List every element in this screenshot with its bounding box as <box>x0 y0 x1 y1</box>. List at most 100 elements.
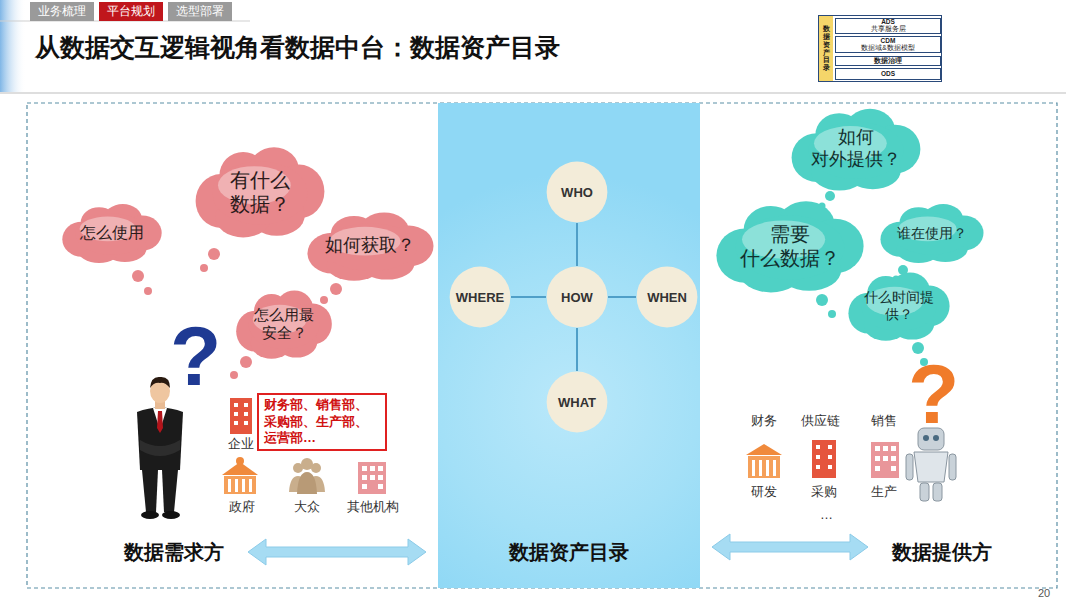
node-text: WHAT <box>558 395 596 410</box>
building-icon <box>746 444 782 478</box>
node-text: HOW <box>561 290 593 305</box>
layer-box: ODS <box>835 68 941 80</box>
node-text: CDM <box>881 38 896 45</box>
text-holder: 什么时间提 供？ <box>844 270 954 342</box>
cloud-shape <box>710 198 870 294</box>
double-arrow <box>248 539 426 565</box>
icon-label: 政府 <box>229 500 255 513</box>
node-text: 选型部署 <box>176 3 224 20</box>
question-mark: ? <box>908 352 959 436</box>
thought-cloud: 谁在使用？ <box>876 202 988 264</box>
text-holder: CDM数据域&数据模型 <box>836 37 940 52</box>
node-text: 数据需求方 <box>124 539 224 566</box>
node-text: ODS <box>881 71 895 78</box>
role-label: 数据需求方 <box>112 537 236 567</box>
ellipsis-label: … <box>820 508 833 521</box>
text-holder: 有什么 数据？ <box>190 144 330 239</box>
node-text: 什么时间提 供？ <box>864 289 934 323</box>
node-text: 怎么用最 安全？ <box>254 306 314 342</box>
text-holder: 选型部署 <box>168 2 232 21</box>
connector-line <box>576 223 578 266</box>
node-text: 数据域&数据模型 <box>861 45 914 52</box>
icon-label: 研发 <box>751 485 777 498</box>
question-circle: WHEN <box>636 266 698 328</box>
node-text: ADS <box>881 19 895 26</box>
node-text: 共享服务层 <box>871 26 906 33</box>
icon-label: 供应链 <box>801 414 840 427</box>
connector-line <box>511 296 546 298</box>
page-number: 20 <box>1038 588 1050 599</box>
question-circle: WHAT <box>546 371 608 433</box>
thought-cloud: 如何获取？ <box>302 210 439 282</box>
node-text: 怎么使用 <box>80 223 144 242</box>
text-holder: 数据资产目录 <box>819 16 833 81</box>
building-icon <box>230 398 252 434</box>
role-label: 数据提供方 <box>880 537 1004 567</box>
mini-layer-diagram: 数据资产目录ADS共享服务层CDM数据域&数据模型数据治理ODS <box>818 15 942 82</box>
node-text: 需要 什么数据？ <box>740 222 840 270</box>
robot-figure <box>906 428 956 501</box>
node-text: 如何 对外提供？ <box>811 127 901 170</box>
text-holder: 平台规划 <box>99 2 163 21</box>
node-text: 数据提供方 <box>892 539 992 566</box>
node-text: WHERE <box>456 290 504 305</box>
text-holder: 如何 对外提供？ <box>786 106 926 192</box>
text-holder: 如何获取？ <box>302 210 439 282</box>
thought-cloud: 怎么用最 安全？ <box>232 288 336 360</box>
tab-button-active: 平台规划 <box>99 2 163 21</box>
building-icon <box>871 442 899 478</box>
connector-line <box>576 328 578 371</box>
text-holder: ADS共享服务层 <box>836 19 940 33</box>
text-holder: 谁在使用？ <box>876 202 988 264</box>
building-icon <box>812 440 836 478</box>
text-holder: HOW <box>546 266 608 328</box>
node-text: 平台规划 <box>107 3 155 20</box>
tab-button: 选型部署 <box>168 2 232 21</box>
icon-label: 企业 <box>228 437 254 450</box>
text-holder: WHEN <box>636 266 698 328</box>
people-icon <box>289 458 325 494</box>
text-holder: 需要 什么数据？ <box>710 198 870 294</box>
text-holder: 数据提供方 <box>880 537 1004 567</box>
icon-label: 财务 <box>751 414 777 427</box>
text-holder: 怎么用最 安全？ <box>232 288 336 360</box>
thought-cloud: 怎么使用 <box>58 202 166 264</box>
thought-cloud: 如何 对外提供？ <box>786 106 926 192</box>
text-holder: ODS <box>836 69 940 79</box>
question-circle: HOW <box>546 266 608 328</box>
thought-cloud: 需要 什么数据？ <box>710 198 870 294</box>
text-holder: 数据资产目录 <box>438 532 700 572</box>
icon-label: 其他机构 <box>347 500 399 513</box>
catalog-band: 数据资产目录 WHO WHERE HOW WHEN WHAT <box>438 103 700 588</box>
text-holder: WHO <box>546 161 608 223</box>
icon-label: 大众 <box>294 500 320 513</box>
tab-button: 业务梳理 <box>30 2 94 21</box>
icon-label: 采购 <box>811 485 837 498</box>
node-text: 数据治理 <box>874 58 902 65</box>
node-text: WHEN <box>647 290 687 305</box>
node-text: 数据资产目录 <box>509 539 629 566</box>
slide-title: 从数据交互逻辑视角看数据中台：数据资产目录 <box>35 31 560 64</box>
text-holder: 业务梳理 <box>30 2 94 21</box>
connector-line <box>608 296 636 298</box>
cloud-shape <box>190 144 330 239</box>
department-box: 财务部、销售部、采购部、生产部、运营部… <box>257 393 387 451</box>
text-holder: WHAT <box>546 371 608 433</box>
text-holder: 怎么使用 <box>58 202 166 264</box>
icon-label: 生产 <box>871 485 897 498</box>
node-text: 如何获取？ <box>325 235 415 257</box>
icon-label: 销售 <box>871 414 897 427</box>
question-mark: ? <box>170 314 221 398</box>
thought-cloud: 有什么 数据？ <box>190 144 330 239</box>
government-icon <box>222 457 258 494</box>
node-text: 财务部、销售部、采购部、生产部、运营部… <box>264 397 380 448</box>
node-text: 谁在使用？ <box>897 225 967 242</box>
thought-cloud: 什么时间提 供？ <box>844 270 954 342</box>
node-text: 业务梳理 <box>38 3 86 20</box>
businessman-figure <box>137 377 183 519</box>
node-text: WHO <box>561 185 593 200</box>
node-text: 数据资产目录 <box>823 25 830 71</box>
text-holder: WHERE <box>449 266 511 328</box>
text-holder: 数据需求方 <box>112 537 236 567</box>
